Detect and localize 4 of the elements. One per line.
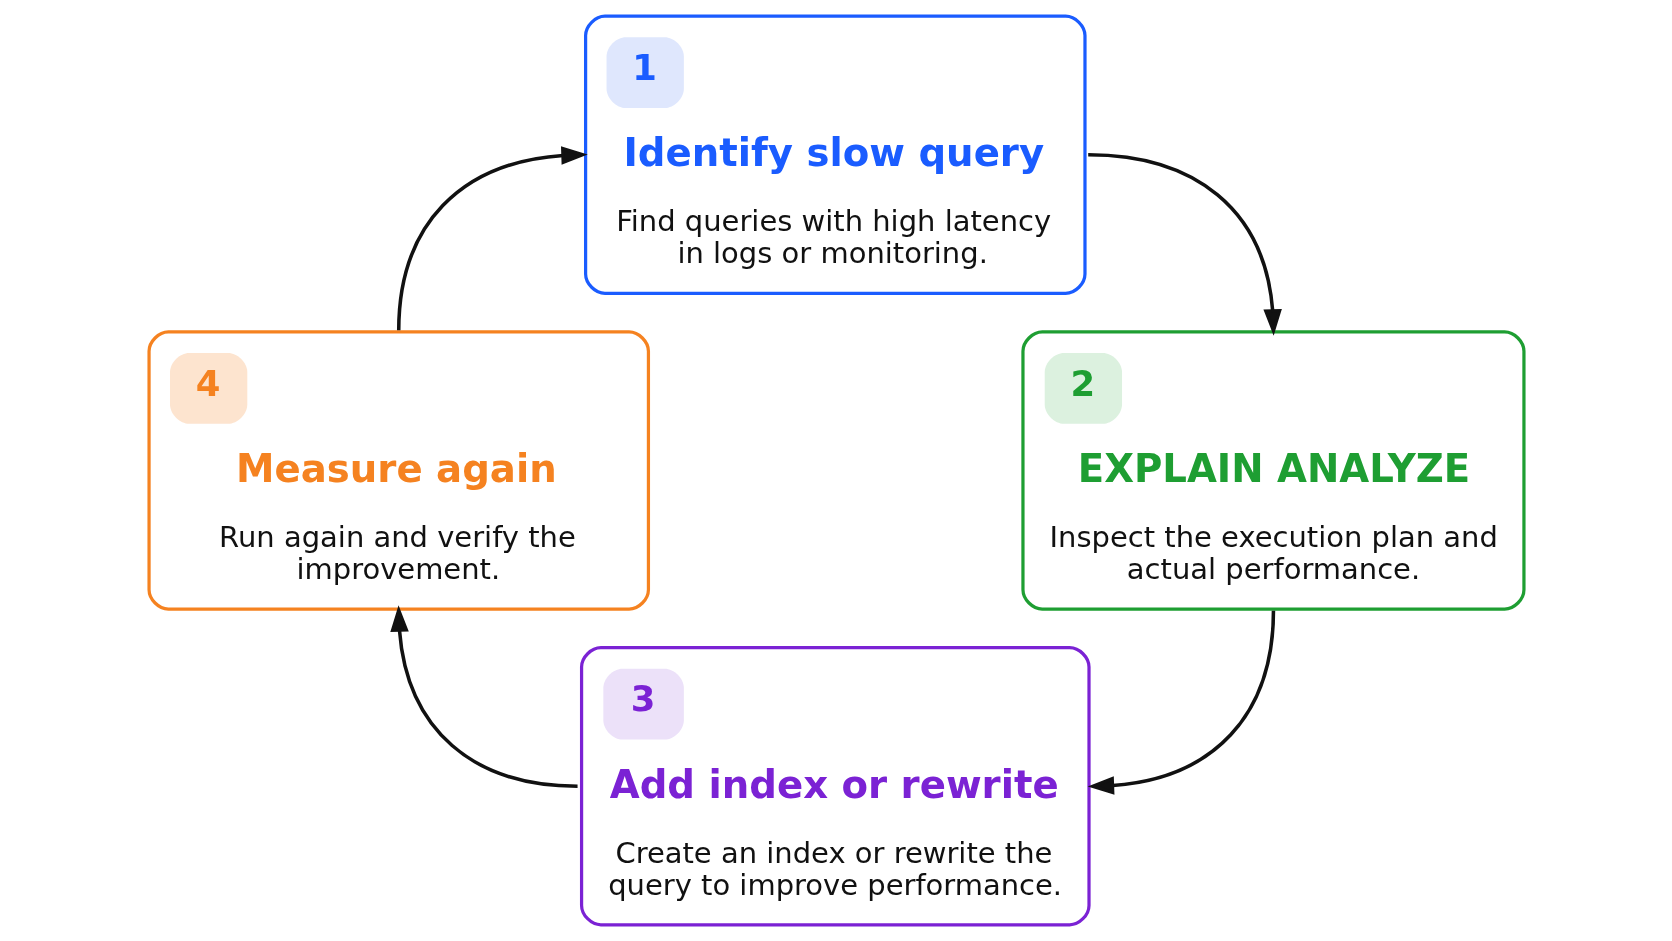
arrow [1087,610,1275,795]
arrow [389,605,578,788]
arrow [1087,153,1282,336]
arrow [396,146,588,331]
